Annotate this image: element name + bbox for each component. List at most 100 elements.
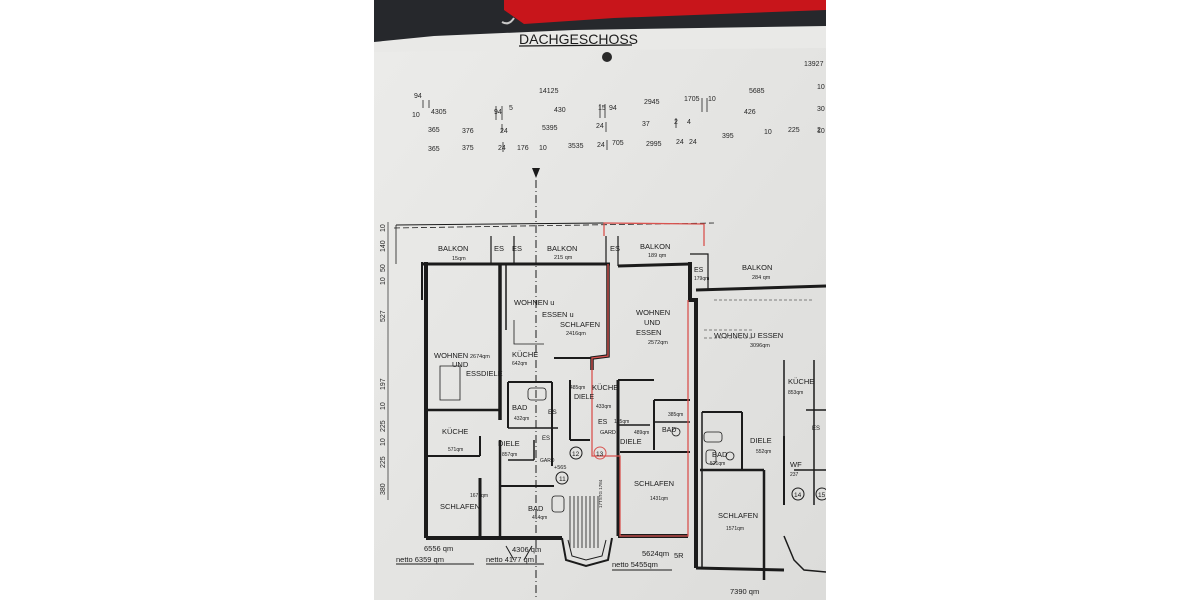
bad1-name: BAD <box>528 504 544 513</box>
dim-r4-7: 705 <box>612 140 624 147</box>
dim-r1-2: 2945 <box>644 99 660 106</box>
bad3-name: BAD <box>662 427 676 434</box>
dim-r4-2: 24 <box>498 145 506 152</box>
wohnen1-l3: ESSDIELE <box>466 369 503 378</box>
dim-r1-3: 1705 <box>684 96 700 103</box>
plan-title: DACHGESCHOSS <box>519 31 638 47</box>
side-dim-7: 225 <box>380 420 387 432</box>
balkon2-area: 215 qm <box>554 255 573 261</box>
dim-r4-0: 365 <box>428 146 440 153</box>
dim-r3-1: 376 <box>462 128 474 135</box>
es2: ES <box>512 244 522 253</box>
total3-mark: 5R <box>674 551 684 560</box>
dim-r2-7: 10 <box>708 96 716 103</box>
es5: ES <box>548 409 557 416</box>
schlafen3-name: SCHLAFEN <box>634 479 674 488</box>
dim-r4-6: 24 <box>597 142 605 149</box>
dim-r1-0: 94 <box>414 93 422 100</box>
floor-plan-drawing: DACHGESCHOSS 94 14125 2945 1705 5685 139… <box>374 0 826 600</box>
punch-hole <box>602 52 612 62</box>
balkon3-area: 189 qm <box>648 253 667 259</box>
dim-r4-3: 176 <box>517 145 529 152</box>
dim-r2-9: 30 <box>817 106 825 113</box>
marker-15: 15 <box>818 492 826 499</box>
wohnen2-l3: SCHLAFEN <box>560 320 600 329</box>
balkon4-area: 284 qm <box>752 275 771 281</box>
paper-top-edge <box>374 26 826 52</box>
kueche2-name: KÜCHE <box>512 350 538 359</box>
dim-r2-3: 5 <box>509 105 513 112</box>
dim-r1-4: 5685 <box>749 88 765 95</box>
kueche1-name: KÜCHE <box>442 427 468 436</box>
diele4-area: 552qm <box>756 449 771 455</box>
wohnen1-l1: WOHNEN <box>434 351 468 360</box>
side-dimensions: 140 10 50 10 527 197 10 225 10 225 380 <box>380 222 389 500</box>
bath-fixtures <box>527 387 735 513</box>
dim-r4-8: 2995 <box>646 141 662 148</box>
dim-r2-8: 426 <box>744 109 756 116</box>
kueche4-name: KÜCHE <box>788 377 814 386</box>
dim-r3-2: 24 <box>500 128 508 135</box>
marker-14: 14 <box>794 492 802 499</box>
wf-area: 237 <box>790 472 799 478</box>
bad2-area: 432qm <box>514 416 529 422</box>
room-labels: BALKON 15qm ES ES BALKON 215 qm ES BALKO… <box>434 242 820 532</box>
wohnen3-l3: ESSEN <box>636 328 661 337</box>
marker-11: 11 <box>559 476 566 483</box>
wohnen2-l1: WOHNEN u <box>514 298 554 307</box>
total3-gross: 5624qm <box>642 549 669 558</box>
stair-label: 17TSTG 1784 <box>598 479 603 508</box>
dim-r1-1: 14125 <box>539 88 559 95</box>
axis-arrow <box>532 168 540 178</box>
total4-gross: 7390 qm <box>730 587 759 596</box>
es4-area: 179qm <box>694 276 709 282</box>
total2-gross: 4306 qm <box>512 545 541 554</box>
schlafen3-area: 1431qm <box>650 496 668 502</box>
dim-r4-4: 10 <box>539 145 547 152</box>
es6-area: 125qm <box>614 419 629 425</box>
diele3-name: DIELE <box>620 437 642 446</box>
dim-r3-8: 10 <box>817 128 825 135</box>
side-dim-10: 380 <box>380 483 387 495</box>
marker-13: 13 <box>596 451 604 458</box>
wohnen2-l2: ESSEN u <box>542 310 574 319</box>
balkon1-name: BALKON <box>438 244 468 253</box>
total1-gross: 6556 qm <box>424 544 453 553</box>
wohnen3-area: 2572qm <box>648 340 668 346</box>
total1-net: netto 6359 qm <box>396 555 444 564</box>
side-dim-8: 10 <box>380 438 387 446</box>
dim-r3-3: 5395 <box>542 125 558 132</box>
wohnen4-l1: WOHNEN U ESSEN <box>714 331 783 340</box>
stair-number: +565 <box>554 465 566 471</box>
bad4-name: BAD <box>712 450 728 459</box>
balkon3-name: BALKON <box>640 242 670 251</box>
es1: ES <box>494 244 504 253</box>
wf: WF <box>790 460 802 469</box>
side-dim-1: 10 <box>380 224 387 232</box>
dim-r3-0: 365 <box>428 127 440 134</box>
side-dim-4: 527 <box>380 310 387 322</box>
balkon4-name: BALKON <box>742 263 772 272</box>
schlafen1-area: 1674qm <box>470 493 488 499</box>
es6-name: ES <box>598 419 608 426</box>
dim-r2-2: 94 <box>494 109 502 116</box>
es3: ES <box>610 244 620 253</box>
dim-r2-0: 10 <box>412 112 420 119</box>
kueche2-area: 642qm <box>512 361 527 367</box>
side-dim-6: 10 <box>380 402 387 410</box>
wohnen3-l2: UND <box>644 318 661 327</box>
schlafen4-name: SCHLAFEN <box>718 511 758 520</box>
bad2-name: BAD <box>512 403 528 412</box>
side-dim-0: 140 <box>380 240 387 252</box>
total2-net: netto 4177 qm <box>486 555 534 564</box>
diele3-area: 489qm <box>634 430 649 436</box>
es8: ES <box>812 426 820 432</box>
diele1-name: DIELE <box>498 439 520 448</box>
dim-r3-7: 4 <box>687 119 691 126</box>
side-dim-3: 10 <box>380 277 387 285</box>
dim-r4-5: 3535 <box>568 143 584 150</box>
marker-12: 12 <box>572 451 580 458</box>
wohnen4-area: 3096qm <box>750 343 770 349</box>
schlafen4-area: 1571qm <box>726 526 744 532</box>
red-folder-wire <box>501 17 515 25</box>
